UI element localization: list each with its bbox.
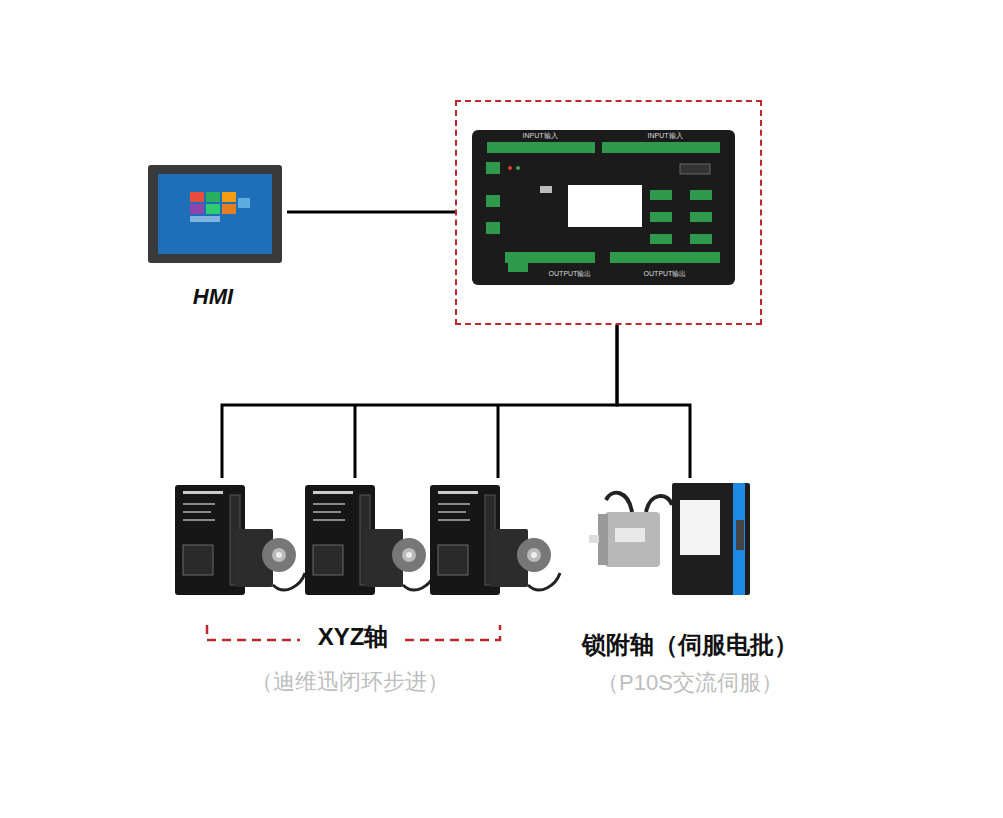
servo-drive (672, 483, 750, 595)
terminal-strip (487, 142, 595, 153)
terminal-block (650, 212, 672, 222)
axis-title: 锁附轴（伺服电批） (582, 631, 798, 660)
model-note: （P10S交流伺服） (597, 670, 783, 696)
stepper-driver (175, 485, 305, 595)
terminal-strip (505, 252, 595, 263)
stepper-driver (430, 485, 560, 595)
connector-wire (222, 325, 617, 478)
hmi-screen (158, 174, 272, 254)
stepper-driver (305, 485, 435, 595)
hmi-tile (190, 192, 204, 202)
hmi-tile (238, 198, 250, 208)
header-connector (680, 164, 710, 174)
servo-node: 锁附轴（伺服电批） （P10S交流伺服） (575, 478, 845, 703)
hmi-node: HMI (145, 160, 287, 310)
panel-print: INPUT输入 (523, 132, 558, 140)
controller-body (472, 130, 735, 285)
terminal-block (508, 262, 528, 272)
servo-motor (605, 512, 660, 567)
servo-shaft (589, 535, 599, 543)
servo-drive-panel (680, 500, 720, 555)
servo-drive-connector (736, 520, 744, 550)
terminal-block (690, 234, 712, 244)
hmi-tile (190, 216, 220, 222)
terminal-block (690, 212, 712, 222)
terminal-block (650, 190, 672, 200)
terminal-block (650, 234, 672, 244)
usb-port (540, 186, 552, 193)
controller-label (568, 185, 642, 227)
group-bracket (207, 625, 300, 640)
hmi-tile (190, 204, 204, 214)
panel-print: OUTPUT输出 (549, 270, 592, 278)
controller-node: INPUT输入 INPUT输入 OUTPUT输出 OUTPUT输出 (455, 100, 762, 325)
hmi-tile (222, 192, 236, 202)
hmi-tile (206, 204, 220, 214)
led (516, 166, 520, 170)
group-title: XYZ轴 (318, 623, 389, 652)
connector-wire (287, 211, 455, 214)
servo-flange (598, 514, 608, 565)
panel-print: INPUT输入 (648, 132, 683, 140)
terminal-block (486, 222, 500, 234)
terminal-block (486, 162, 500, 174)
panel-print: OUTPUT输出 (644, 270, 687, 278)
connector-wire (617, 325, 690, 478)
terminal-strip (610, 252, 720, 263)
hmi-frame (148, 165, 282, 263)
model-note: （迪维迅闭环步进） (251, 669, 449, 695)
terminal-strip (602, 142, 720, 153)
group-bracket (405, 625, 500, 640)
servo-cable (606, 493, 632, 512)
device-label: HMI (193, 284, 233, 310)
stepper-group-node: XYZ轴 （迪维迅闭环步进） (170, 478, 565, 703)
servo-nameplate (615, 528, 645, 542)
servo-cable (646, 496, 672, 512)
terminal-block (486, 195, 500, 207)
servo-drive-stripe (733, 483, 745, 595)
led (508, 166, 512, 170)
terminal-block (690, 190, 712, 200)
hmi-tile (222, 204, 236, 214)
hmi-tile (206, 192, 220, 202)
